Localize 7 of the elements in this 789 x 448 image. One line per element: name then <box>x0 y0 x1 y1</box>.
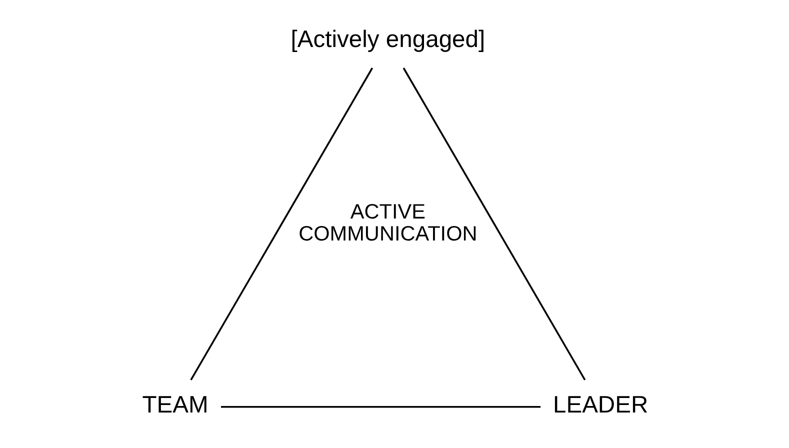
connector <box>220 406 540 408</box>
connector <box>190 68 373 380</box>
node-text: LEADER <box>552 392 648 419</box>
node-text: [Actively engaged] <box>290 26 485 53</box>
node-text: TEAM <box>142 392 208 419</box>
label: ACTIVE COMMUNICATION <box>298 200 477 246</box>
connector <box>402 68 586 380</box>
